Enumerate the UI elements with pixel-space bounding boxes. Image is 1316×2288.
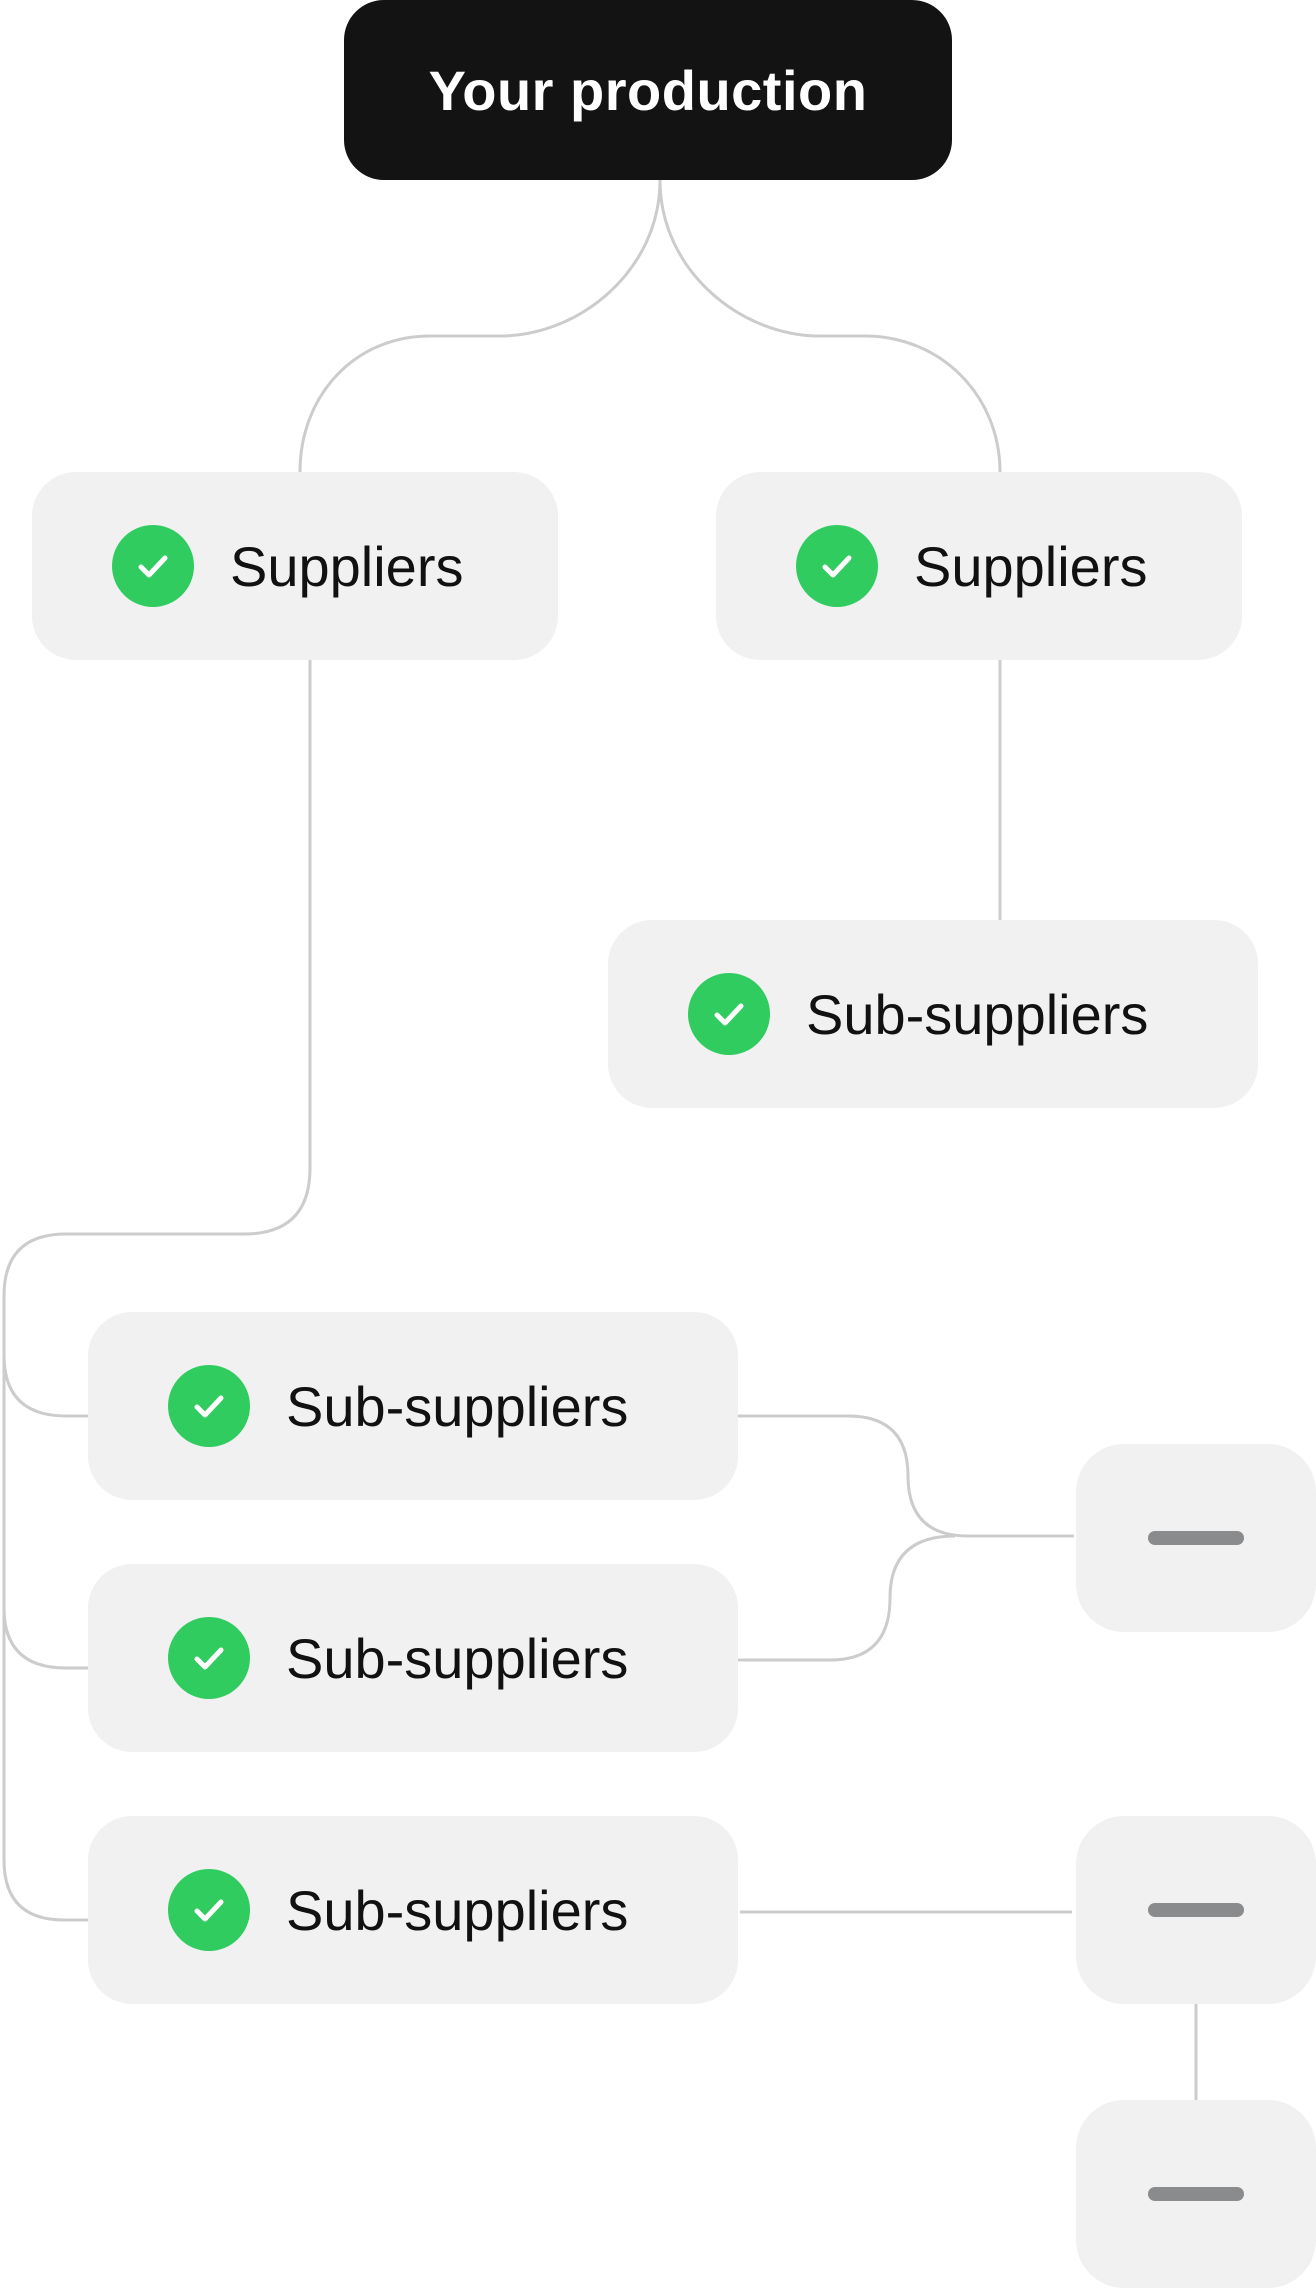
connector-trunk-to-sub-1 xyxy=(2,1354,88,1418)
check-circle-icon xyxy=(168,1365,250,1447)
supplier-label: Suppliers xyxy=(914,534,1148,598)
sub-supplier-node: Sub-suppliers xyxy=(88,1312,738,1500)
sub-supplier-label: Sub-suppliers xyxy=(286,1626,629,1690)
check-circle-icon xyxy=(112,525,194,607)
supplier-label: Suppliers xyxy=(230,534,464,598)
sub-supplier-node: Sub-suppliers xyxy=(88,1816,738,2004)
check-circle-icon xyxy=(796,525,878,607)
check-circle-icon xyxy=(168,1869,250,1951)
connector-sub-1-to-pending-1 xyxy=(738,1414,1074,1538)
connector-supplier-left-to-trunk xyxy=(2,660,312,1922)
connector-root-to-supplier-left xyxy=(298,179,662,473)
dash-icon xyxy=(1148,1531,1244,1545)
root-label: Your production xyxy=(428,58,868,122)
connector-root-to-supplier-right xyxy=(658,179,1002,473)
sub-supplier-node: Sub-suppliers xyxy=(608,920,1258,1108)
pending-node xyxy=(1076,1444,1316,1632)
pending-node xyxy=(1076,2100,1316,2288)
check-circle-icon xyxy=(168,1617,250,1699)
sub-supplier-node: Sub-suppliers xyxy=(88,1564,738,1752)
dash-icon xyxy=(1148,1903,1244,1917)
connector-trunk-to-sub-2 xyxy=(2,1607,88,1670)
supplier-node: Suppliers xyxy=(32,472,558,660)
sub-supplier-label: Sub-suppliers xyxy=(286,1374,629,1438)
dash-icon xyxy=(1148,2187,1244,2201)
connector-sub-2-to-pending-1 xyxy=(738,1534,956,1662)
check-circle-icon xyxy=(688,973,770,1055)
sub-supplier-label: Sub-suppliers xyxy=(286,1878,629,1942)
root-node-your-production: Your production xyxy=(344,0,952,180)
pending-node xyxy=(1076,1816,1316,2004)
sub-supplier-label: Sub-suppliers xyxy=(806,982,1149,1046)
supplier-node: Suppliers xyxy=(716,472,1242,660)
